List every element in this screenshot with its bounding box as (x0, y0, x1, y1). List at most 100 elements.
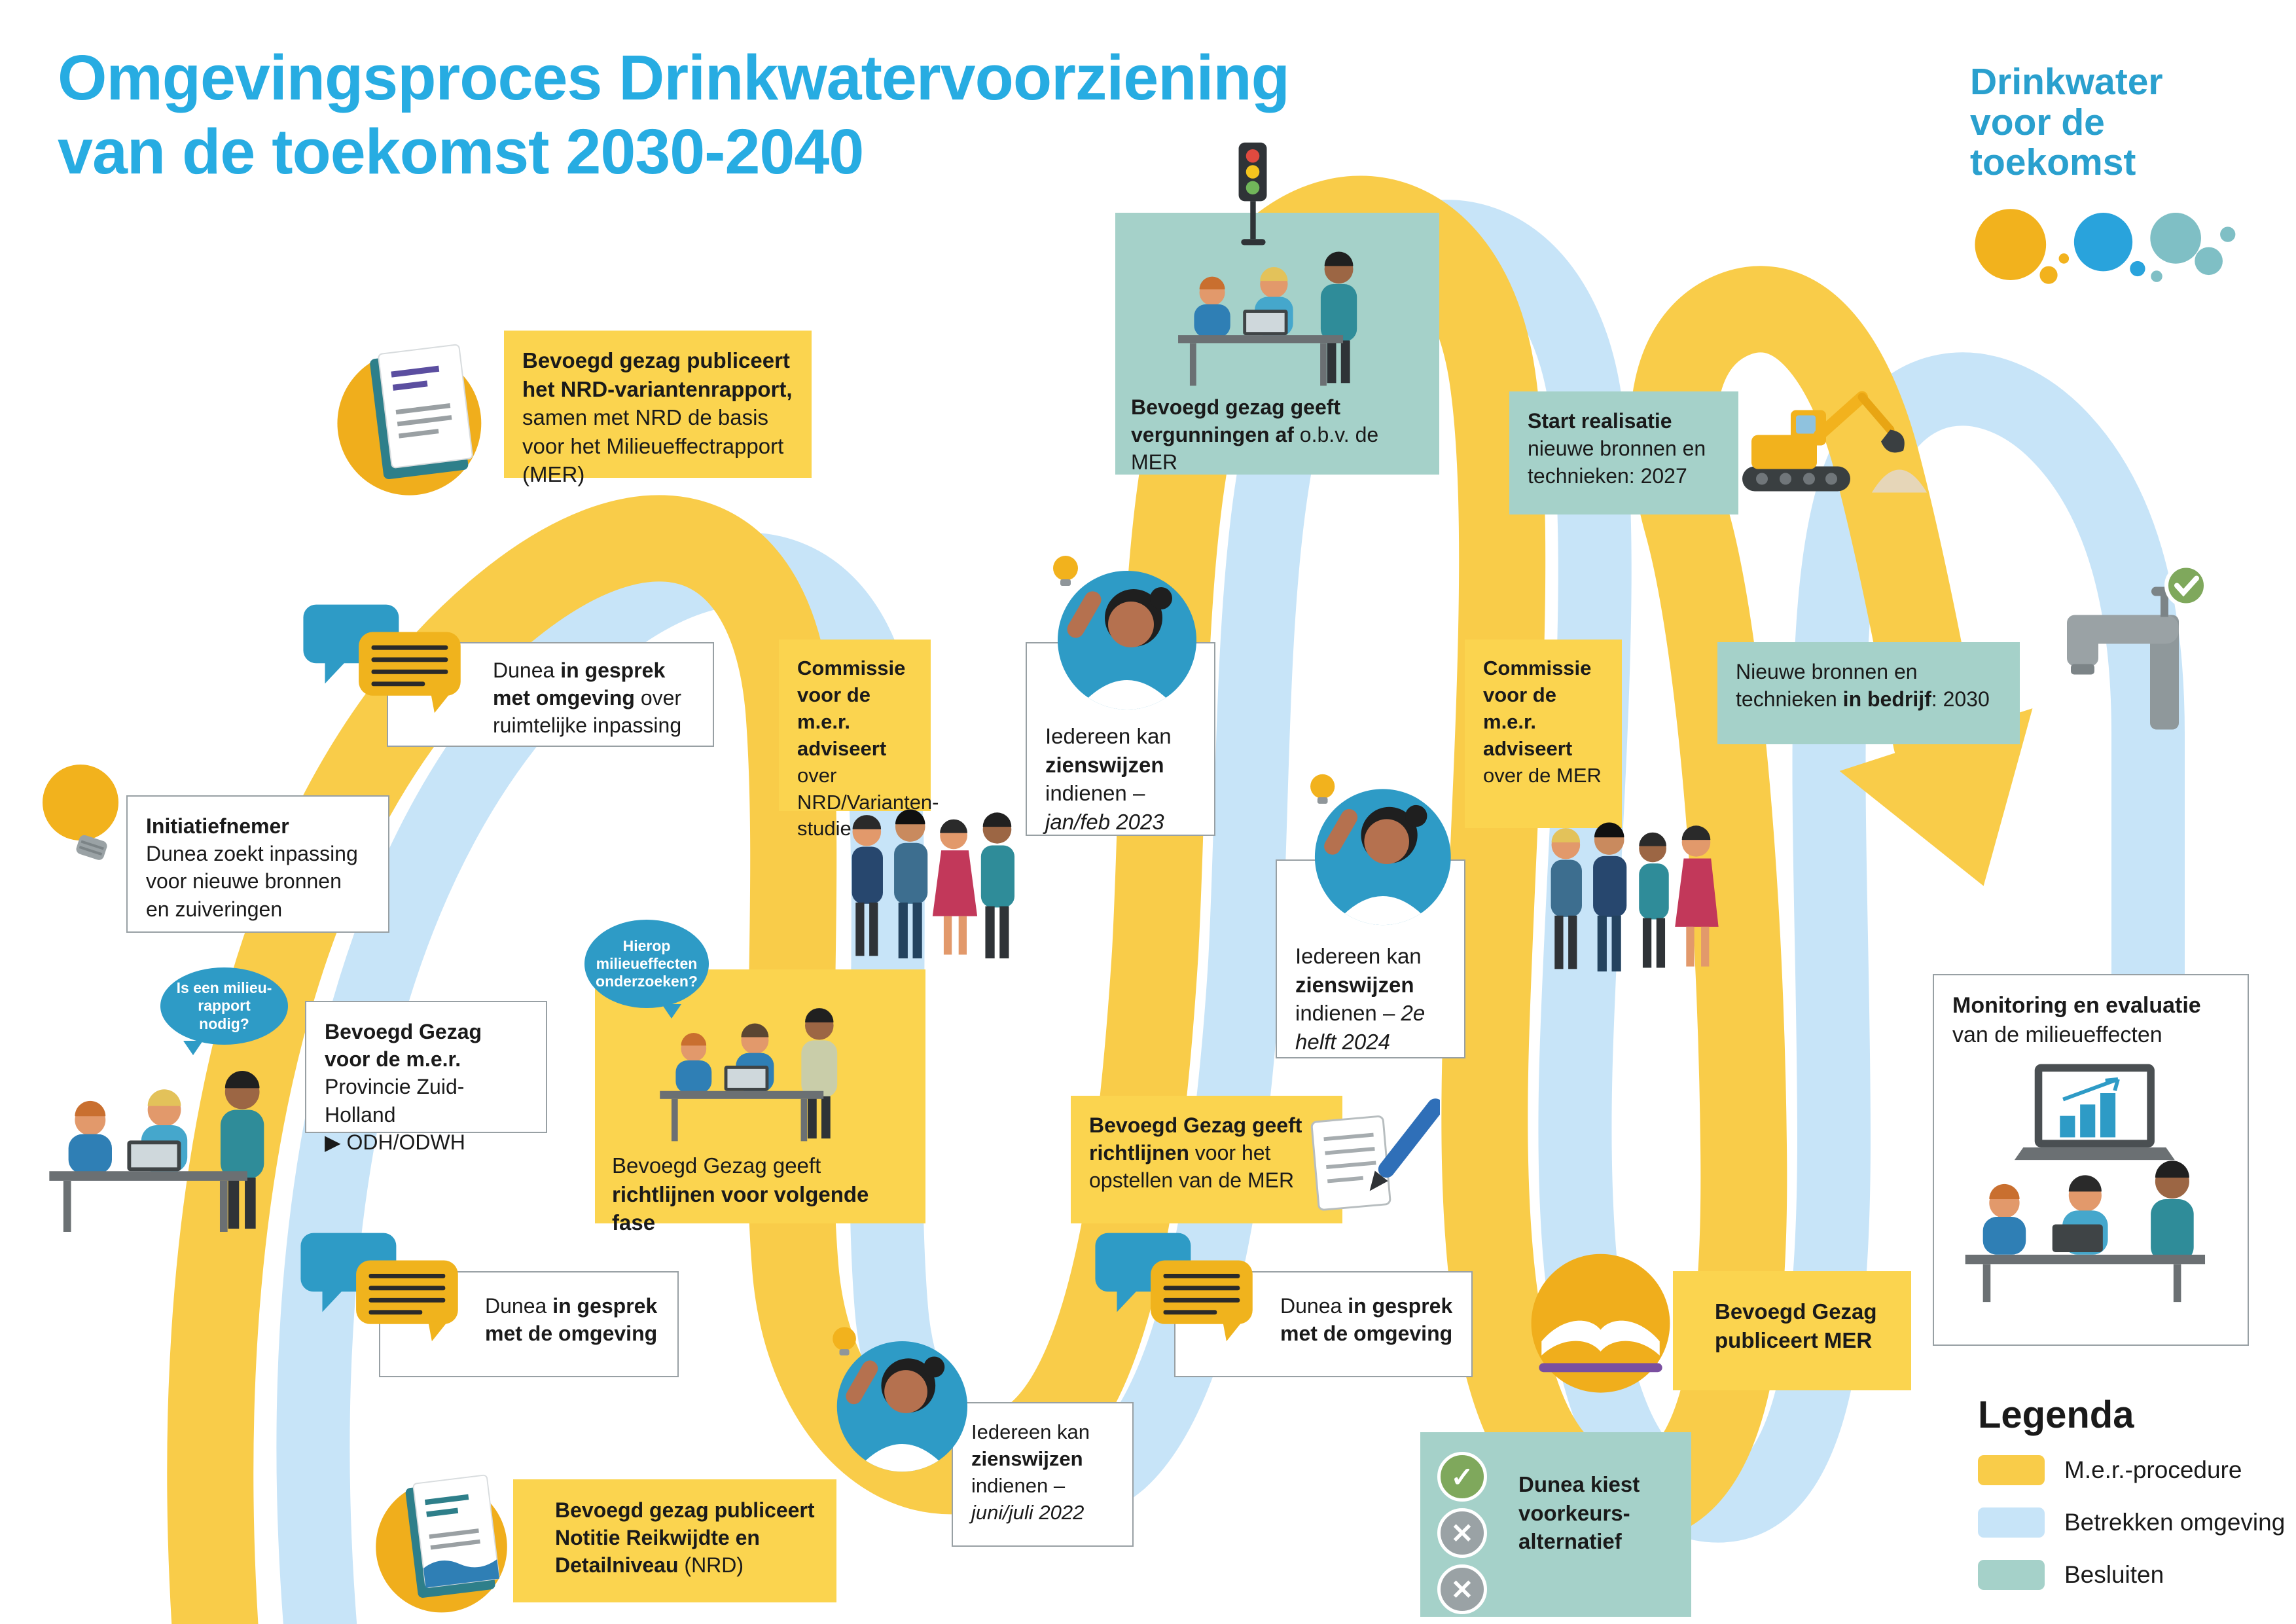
step-text: Dunea zoekt inpassing voor nieuwe bronne… (146, 842, 358, 921)
legend-title: Legenda (1978, 1394, 2134, 1436)
legend-label: Betrekken omgeving (2064, 1509, 2286, 1536)
step-publiceert-nrd: Bevoegd gezag publiceert Notitie Reikwij… (513, 1479, 836, 1602)
step-text: Iedereen kan (1045, 724, 1172, 748)
step-text: over ruimtelijke inpassing (493, 686, 682, 738)
step-start-realisatie: Start realisatie nieuwe bronnen en techn… (1509, 391, 1738, 514)
step-text-bold: Commissie voor de m.e.r. adviseert (797, 657, 906, 760)
traffic-light-icon (1225, 139, 1280, 251)
check-badge-icon (2164, 564, 2208, 607)
logo-bubbles-icon (1975, 208, 2236, 284)
people-group-illustration (1532, 805, 1728, 985)
step-text-bold: Bevoegd gezag publiceert het NRD-variant… (522, 348, 793, 401)
logo-text: Drinkwater voor de toekomst (1970, 62, 2278, 183)
check-icon: ✓ (1437, 1452, 1487, 1502)
step-text-bold: Initiatiefnemer (146, 814, 289, 838)
ribbon-arrowhead (1839, 708, 2033, 886)
step-text-italic: jan/feb 2023 (1045, 809, 1164, 834)
step-text-bold: in gesprek met de omgeving (485, 1294, 658, 1346)
step-zienswijzen-2022: Iedereen kan zienswijzen indienen – juni… (952, 1402, 1134, 1547)
step-text: voor het opstellen van de MER (1089, 1141, 1295, 1193)
water-tap-icon (2016, 564, 2212, 731)
cross-icon: ✕ (1437, 1508, 1487, 1558)
step-text-bold: in bedrijf (1842, 687, 1931, 712)
step-text: Provincie Zuid-Holland (325, 1075, 465, 1127)
step-text-italic: 2e helft 2024 (1295, 1001, 1426, 1054)
step-text: o.b.v. de MER (1131, 423, 1379, 475)
step-text-bold: Bevoegd gezag publiceert Notitie Reikwij… (555, 1498, 815, 1578)
step-text: Bevoegd Gezag geeft (612, 1153, 821, 1178)
step-text-bold: Bevoegd Gezag publiceert MER (1715, 1299, 1877, 1352)
bubble-text: Is een milieu-rapport nodig? (176, 979, 272, 1032)
legend-label: Besluiten (2064, 1561, 2164, 1588)
step-in-bedrijf: Nieuwe bronnen en technieken in bedrijf:… (1717, 642, 2020, 744)
step-text-bold: zienswijzen (971, 1447, 1083, 1470)
person-raising-hand-icon (1299, 767, 1454, 928)
step-richtlijnen-fase: Bevoegd Gezag geeft richtlijnen voor vol… (595, 969, 925, 1235)
step-text-bold: richtlijnen voor volgende fase (612, 1182, 869, 1235)
legend-swatch-besluiten (1978, 1560, 2045, 1590)
step-text: nieuwe bronnen en technieken: 2027 (1528, 437, 1706, 488)
step-text: Iedereen kan (971, 1420, 1090, 1443)
step-text: Dunea (493, 659, 555, 682)
people-group-illustration (833, 792, 1029, 972)
step-text-bold: Start realisatie (1528, 409, 1672, 433)
speech-bubbles-icon (296, 597, 473, 715)
pen-and-paper-icon (1299, 1098, 1444, 1223)
lightbulb-icon (29, 751, 141, 876)
question-bubble: Hierop milieueffecten onderzoeken? (584, 920, 709, 1019)
step-text-bold: Monitoring en evaluatie (1952, 993, 2201, 1018)
step-text: Nieuwe bronnen en technieken (1736, 660, 1918, 712)
bubble-text: Hierop milieueffecten onderzoeken? (596, 937, 698, 990)
step-vergunningen: Bevoegd gezag geeft vergunningen af o.b.… (1115, 213, 1439, 475)
open-book-icon (1517, 1245, 1684, 1412)
step-text: indienen – (1295, 1001, 1395, 1026)
excavator-icon (1728, 368, 1937, 515)
step-text: samen met NRD de basis voor het Milieuef… (522, 405, 784, 487)
monitoring-laptop-illustration (1965, 1064, 2206, 1302)
step-text: van de milieueffecten (1952, 1022, 2162, 1047)
legend: Legenda M.e.r.-procedure Betrekken omgev… (1978, 1393, 2286, 1612)
step-text: : 2030 (1931, 687, 1990, 712)
step-text: Dunea (485, 1294, 547, 1318)
step-text: indienen – (1045, 781, 1145, 806)
logo: Drinkwater voor de toekomst (1970, 62, 2278, 304)
step-text-bold: zienswijzen (1045, 752, 1164, 777)
report-book-icon (364, 1454, 528, 1624)
logo-line1: Drinkwater (1970, 61, 2163, 103)
people-at-table-illustration (1178, 251, 1357, 386)
legend-swatch-omgeving (1978, 1507, 2045, 1538)
report-book-icon (331, 322, 497, 509)
step-text-bold: Commissie voor de m.e.r. adviseert (1483, 657, 1592, 760)
step-text-bold: Bevoegd gezag geeft vergunningen af (1131, 395, 1341, 447)
step-publish-nrd-variant: Bevoegd gezag publiceert het NRD-variant… (504, 331, 812, 486)
question-bubble: Is een milieu-rapport nodig? (160, 967, 288, 1055)
person-raising-hand-icon (1042, 549, 1199, 712)
step-commissie-nrd: Commissie voor de m.e.r. adviseert over … (779, 640, 939, 840)
person-raising-hand-icon (822, 1320, 970, 1474)
step-text-bold: Bevoegd Gezag voor de m.e.r. (325, 1020, 482, 1072)
legend-label: M.e.r.-procedure (2064, 1456, 2242, 1483)
step-text: Iedereen kan (1295, 944, 1422, 968)
step-text: over NRD/Varianten-studie. (797, 763, 939, 840)
step-text: ▶ ODH/ODWH (325, 1130, 465, 1154)
step-text: over de MER (1483, 763, 1602, 787)
step-initiatiefnemer: Initiatiefnemer Dunea zoekt inpassing vo… (126, 795, 389, 933)
legend-item: M.e.r.-procedure (1978, 1455, 2286, 1485)
logo-line2: voor de (1970, 101, 2105, 143)
step-text-bold: Bevoegd Gezag geeft richtlijnen (1089, 1113, 1302, 1165)
people-at-table-illustration (31, 1038, 300, 1237)
step-text-bold: in gesprek met de omgeving (1280, 1294, 1453, 1346)
step-text-bold: Dunea kiest voorkeurs-alternatief (1518, 1472, 1640, 1554)
legend-swatch-mer (1978, 1455, 2045, 1485)
legend-item: Betrekken omgeving (1978, 1507, 2286, 1538)
page-title: Omgevingsproces Drinkwatervoorziening va… (58, 41, 1290, 189)
step-text-bold: zienswijzen (1295, 972, 1414, 997)
step-richtlijnen-mer: Bevoegd Gezag geeft richtlijnen voor het… (1071, 1096, 1342, 1223)
step-text: Dunea (1280, 1294, 1342, 1318)
people-at-table-illustration (660, 1008, 838, 1142)
page-title-line2: van de toekomst 2030-2040 (58, 116, 864, 188)
page-title-line1: Omgevingsproces Drinkwatervoorziening (58, 42, 1290, 113)
step-commissie-mer: Commissie voor de m.e.r. adviseert over … (1465, 640, 1622, 828)
step-bevoegd-gezag: Bevoegd Gezag voor de m.e.r. Provincie Z… (305, 1001, 547, 1154)
